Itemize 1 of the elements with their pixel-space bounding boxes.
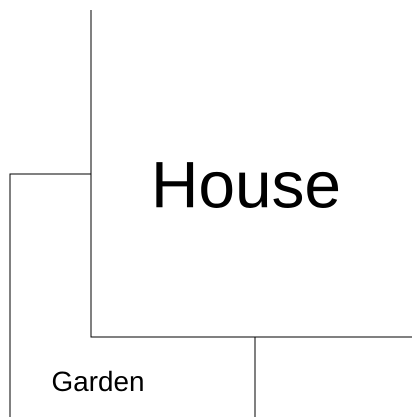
house-area: House xyxy=(90,10,412,338)
